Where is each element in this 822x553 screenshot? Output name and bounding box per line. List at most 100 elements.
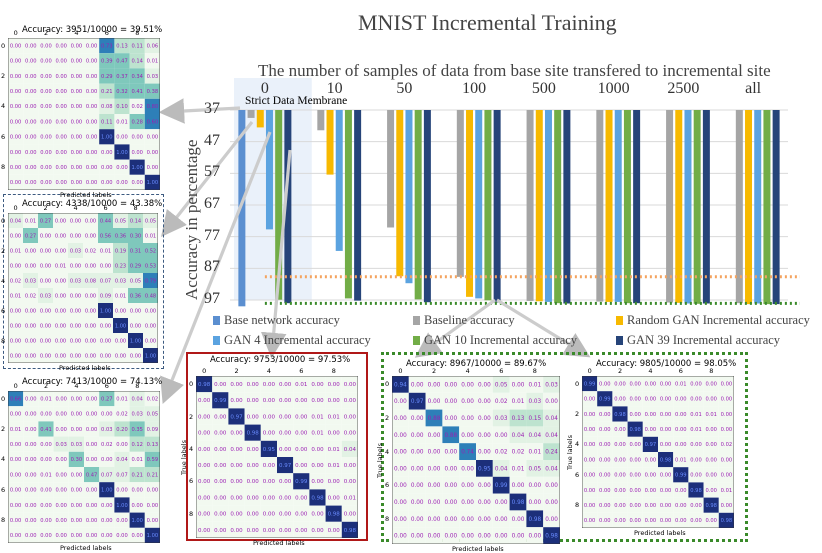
matrix-cell xyxy=(442,476,460,494)
matrix-cell-value: 0.00 xyxy=(10,180,21,186)
matrix-cell-value: 0.00 xyxy=(428,450,441,456)
matrix-cell-value: 0.88 xyxy=(428,416,441,422)
matrix-cell xyxy=(38,318,53,333)
matrix-cell-value: 0.00 xyxy=(328,431,341,437)
matrix-cell-value: 0.00 xyxy=(599,412,610,418)
matrix-cell xyxy=(408,493,426,511)
matrix-cell-value: 0.30 xyxy=(71,457,82,463)
matrix-cell-value: 0.00 xyxy=(40,533,51,539)
matrix-cell xyxy=(68,273,83,288)
matrix-cell-value: 0.00 xyxy=(295,463,308,469)
matrix-cell-value: 0.98 xyxy=(705,503,716,509)
matrix-cell xyxy=(8,273,23,288)
matrix-cell xyxy=(114,467,130,483)
matrix-cell-value: 0.00 xyxy=(71,396,82,402)
matrix-cell-value: 0.00 xyxy=(495,500,508,506)
matrix-cell-value: 0.00 xyxy=(444,517,457,523)
matrix-cell xyxy=(309,376,326,393)
matrix-cell xyxy=(38,98,54,114)
matrix-cell-value: 0.00 xyxy=(263,479,276,485)
matrix-cell xyxy=(526,392,544,410)
matrix-cell xyxy=(84,467,100,483)
matrix-cell-value: 0.00 xyxy=(705,397,716,403)
matrix-cell xyxy=(260,505,277,522)
matrix-cell xyxy=(703,391,719,407)
matrix-cell-value: 0.00 xyxy=(55,278,66,284)
matrix-cell-value: 0.00 xyxy=(40,248,51,254)
matrix-cell xyxy=(113,273,128,288)
matrix-cell-value: 0.00 xyxy=(101,165,112,171)
matrix-cell-value: 0.36 xyxy=(130,293,141,299)
matrix-cell xyxy=(68,451,84,467)
matrix-cell-value: 0.00 xyxy=(55,353,66,359)
matrix-cell xyxy=(129,421,145,437)
matrix-cell-value: 0.00 xyxy=(101,503,112,509)
matrix-cell-value: 0.95 xyxy=(263,447,276,453)
legend-label-2: Random GAN Incremental accuracy xyxy=(627,313,810,327)
matrix-cell xyxy=(642,512,658,528)
matrix-cell xyxy=(509,527,527,544)
matrix-cell xyxy=(98,303,113,318)
matrix-cell-value: 0.05 xyxy=(528,466,541,472)
matrix-cell xyxy=(658,406,674,422)
matrix-cell xyxy=(228,505,245,522)
matrix-cell-value: 0.00 xyxy=(10,89,21,95)
matrix-cell-value: 0.00 xyxy=(705,488,716,494)
matrix-cell xyxy=(212,489,229,506)
matrix-cell-value: 0.00 xyxy=(55,43,66,49)
bar-gan-10-incremental-accuracy-all xyxy=(763,110,771,305)
matrix-cell-value: 0.00 xyxy=(394,433,407,439)
bar-gan-39-incremental-accuracy-100 xyxy=(493,110,501,303)
matrix-cell-value: 0.00 xyxy=(528,534,541,540)
matrix-cell-value: 0.00 xyxy=(478,500,491,506)
matrix-cell-value: 0.02 xyxy=(131,104,142,110)
matrix-cell-value: 1.00 xyxy=(101,135,112,141)
matrix-cell-value: 0.00 xyxy=(214,414,227,420)
matrix-cell-value: 0.00 xyxy=(629,488,640,494)
matrix-cell-value: 0.00 xyxy=(25,396,36,402)
matrix-cell-value: 0.01 xyxy=(705,412,716,418)
matrix-cell xyxy=(341,376,358,393)
matrix-cell-value: 0.05 xyxy=(147,412,158,418)
matrix-cell-value: 0.00 xyxy=(40,338,51,344)
matrix-cell xyxy=(212,408,229,425)
matrix-cell xyxy=(196,392,213,409)
matrix-cell xyxy=(114,436,130,452)
matrix-cell-value: 0.00 xyxy=(71,135,82,141)
matrix-cell-value: 0.00 xyxy=(411,433,424,439)
matrix-cell xyxy=(38,333,53,348)
matrix-cell-value: 0.00 xyxy=(247,495,260,501)
matrix-cell-value: 0.00 xyxy=(545,500,558,506)
matrix-cell xyxy=(658,452,674,468)
matrix-x-label: Predicted labels xyxy=(60,191,112,199)
matrix-cell xyxy=(84,512,100,528)
matrix-cell xyxy=(293,376,310,393)
matrix-cell xyxy=(53,159,69,175)
matrix-cell-value: 0.00 xyxy=(263,431,276,437)
matrix-cell xyxy=(642,436,658,452)
matrix-cell xyxy=(8,159,24,175)
matrix-cell-value: 0.07 xyxy=(116,472,127,478)
matrix-cell xyxy=(277,392,294,409)
matrix-cell-value: 0.00 xyxy=(584,488,595,494)
matrix-cell xyxy=(99,144,115,160)
matrix-cell-value: 0.00 xyxy=(230,528,243,534)
matrix-cell-value: 0.59 xyxy=(147,457,158,463)
matrix-cell xyxy=(509,392,527,410)
matrix-cell-value: 0.00 xyxy=(25,165,36,171)
matrix-cell xyxy=(144,406,160,422)
matrix-cell-value: 0.00 xyxy=(86,104,97,110)
matrix-cell-value: 0.00 xyxy=(25,119,36,125)
matrix-cell xyxy=(688,497,704,513)
matrix-cell xyxy=(442,426,460,444)
matrix-x-tick: 4 xyxy=(74,382,79,390)
matrix-cell xyxy=(53,391,69,407)
matrix-cell xyxy=(582,482,598,498)
matrix-x-label: Predicted labels xyxy=(59,364,111,372)
matrix-cell xyxy=(23,159,39,175)
matrix-cell-value: 1.00 xyxy=(147,180,158,186)
matrix-cell-value: 0.00 xyxy=(147,518,158,524)
matrix-cell-value: 0.00 xyxy=(55,338,66,344)
matrix-y-tick: 8 xyxy=(1,163,6,172)
